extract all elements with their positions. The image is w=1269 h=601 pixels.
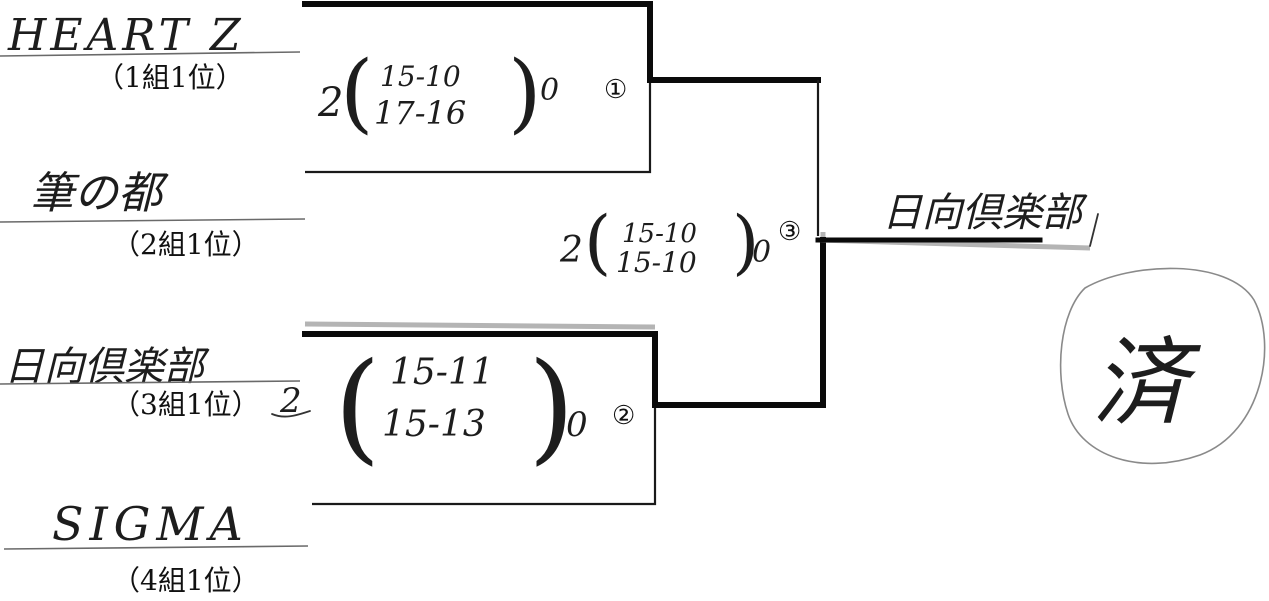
match-2-open-paren: (: [334, 338, 381, 477]
match-3-number: ③: [778, 217, 801, 247]
champion-pen-tick: [1089, 213, 1099, 247]
match-3-score: 2 ( 15-10 15-10 ) 0 ③: [559, 201, 801, 283]
team-slot-2: 筆の都 （2組1位）: [0, 168, 306, 261]
team-name-rule-3: [0, 380, 301, 385]
match-3-set-1: 15-10: [622, 219, 697, 249]
match-3-open-paren: (: [584, 201, 611, 283]
match-3-close-paren: ): [732, 201, 759, 283]
match-2-close-paren: ): [528, 338, 575, 477]
team-slot-1: HEART Z （1組1位）: [0, 10, 301, 94]
match-2-winner-line: [302, 331, 658, 408]
team-name-2: 筆の都: [30, 168, 169, 219]
champion: 日向倶楽部: [882, 190, 1099, 247]
team-slot-4: SIGMA （4組1位）: [3, 497, 309, 597]
match-2-loser-line: [312, 405, 657, 506]
match-2-pen-stroke: [271, 410, 311, 418]
champion-name: 日向倶楽部: [882, 190, 1088, 236]
match-3-set-2: 15-10: [616, 246, 697, 279]
match-1-score: 2 ( 15-10 17-16 ) 0 ①: [317, 43, 627, 143]
match-2-score: 2 ( 15-11 15-13 ) 0 ②: [271, 338, 635, 477]
bracket-lines: [302, 1, 1091, 506]
seal-mark: 済: [1092, 327, 1202, 439]
seal-circle: [1059, 267, 1266, 465]
match-2-set-1: 15-11: [390, 352, 494, 393]
match-1-loser-line: [305, 80, 652, 174]
match-2-pencil-trace: [304, 321, 656, 330]
match-1-open-paren: (: [340, 43, 374, 143]
team-name-rule-2: [0, 218, 306, 223]
match-2-number: ②: [612, 401, 635, 431]
team-name-4: SIGMA: [52, 497, 249, 551]
team-name-1: HEART Z: [7, 10, 245, 61]
team-group-3: （3組1位）: [112, 388, 260, 421]
team-group-1: （1組1位）: [96, 61, 244, 94]
match-1-number: ①: [604, 75, 627, 105]
match-1-winner-sets: 2: [317, 80, 343, 126]
match-2-winner-sets: 2: [279, 381, 302, 421]
match-1-loser-sets: 0: [540, 73, 559, 108]
match-3-winner-sets: 2: [559, 230, 583, 271]
match-2-set-2: 15-13: [382, 404, 486, 445]
completion-seal: 済: [1059, 267, 1266, 465]
team-name-rule-4: [3, 545, 309, 550]
team-name-rule-1: [0, 51, 301, 57]
match-1-winner-line: [302, 1, 653, 83]
match-3-loser-sets: 0: [752, 235, 771, 270]
team-group-4: （4組1位）: [112, 564, 260, 597]
match-1-close-paren: ): [508, 43, 542, 143]
team-slot-3: 日向倶楽部 （3組1位）: [0, 344, 301, 421]
match-2-loser-sets: 0: [566, 405, 588, 445]
match-1-set-2: 17-16: [374, 94, 466, 132]
match-1-set-1: 15-10: [380, 60, 461, 93]
team-group-2: （2組1位）: [112, 228, 260, 261]
